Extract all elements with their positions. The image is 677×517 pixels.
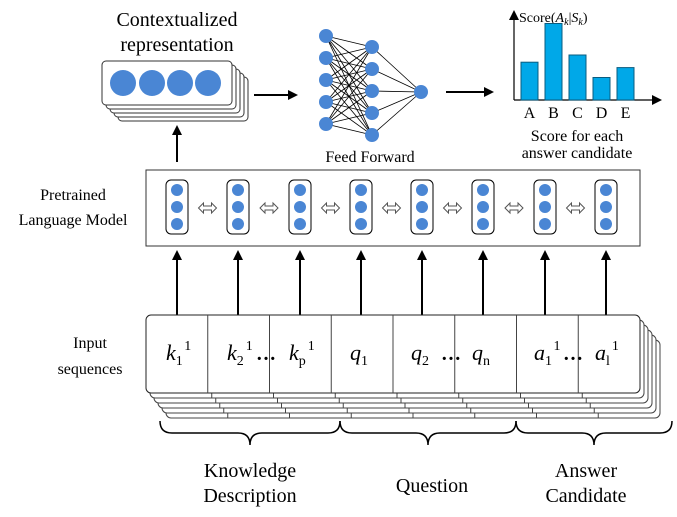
score-category-label: D [596,105,608,122]
ffn-neuron [414,85,428,99]
bidirectional-arrow-icon [442,201,463,215]
input-token: k21 [227,339,253,369]
context-vector-dot [195,70,221,96]
input-token: kp1 [289,339,315,369]
plm-label-line1: Pretrained [40,187,106,204]
group-brace [339,420,517,446]
score-category-label: B [548,105,559,122]
input-token: a11 [534,339,560,369]
ffn-neuron [319,95,333,109]
input-tokens: k11 k21 kp1 q1 q2 qn a11 al1 … … … [166,339,619,369]
group-label: Answer [555,460,618,482]
ffn-neuron [319,51,333,65]
contextualized-label-line2: representation [120,34,233,56]
context-vector-dot [167,70,193,96]
group-label: Question [396,475,468,497]
group-brace [515,420,673,446]
feed-forward-label: Feed Forward [325,149,414,166]
bidirectional-arrow-icon [565,201,586,215]
ffn-neuron [319,73,333,87]
plm-unit [471,179,495,235]
ffn-neuron [319,117,333,131]
plm-unit [349,179,373,235]
group-label: Knowledge [204,460,296,482]
ffn-neuron [365,128,379,142]
input-label-line2: sequences [58,361,123,378]
context-vector-dot [139,70,165,96]
plm-unit [288,179,312,235]
score-caption-line2: answer candidate [522,145,633,162]
token-ellipsis: … [441,343,461,365]
bidirectional-arrow-icon [504,201,524,215]
input-token: k11 [166,339,191,369]
context-vector-dot [110,70,136,96]
score-caption-line1: Score for each [531,128,623,145]
bidirectional-arrow-icon [197,201,218,215]
token-ellipsis: … [563,343,583,365]
ffn-neuron [365,62,379,76]
feed-forward-network [319,29,428,142]
ffn-neuron [365,84,379,98]
group-label: Description [203,485,296,507]
input-label-line1: Input [73,335,107,352]
ffn-neuron [319,29,333,43]
group-label: Candidate [545,485,626,507]
score-bar-c [568,54,587,101]
input-sequence-stack [145,314,661,419]
bidirectional-arrow-icon [320,201,341,215]
plm-unit [594,179,618,235]
score-bar-d [592,77,611,101]
token-ellipsis: … [256,343,276,365]
bidirectional-arrow-icon [381,201,402,215]
input-token: al1 [595,339,619,369]
score-bar-a [520,61,539,101]
plm-unit [226,179,250,235]
input-token: qn [472,340,490,369]
contextualized-label-line1: Contextualized [116,9,237,31]
plm-units [165,179,618,235]
ffn-neuron [365,40,379,54]
input-token: q2 [411,340,429,369]
input-token: q1 [350,340,368,369]
score-category-label: A [524,105,536,122]
score-category-label: E [621,105,631,122]
score-axis-title: Score(Ak|Sk) [519,11,588,28]
group-braces [159,420,673,446]
plm-unit [410,179,434,235]
bidirectional-arrow-icon [259,201,279,215]
contextualized-representation-stack [101,60,249,122]
plm-label-line2: Language Model [19,212,128,229]
score-category-label: C [572,105,583,122]
score-bar-b [544,23,563,101]
input-to-plm-arrows [172,250,611,315]
ffn-neuron [365,106,379,120]
plm-unit [165,179,189,235]
plm-unit [533,179,557,235]
group-brace [159,420,341,446]
score-bar-e [616,67,635,101]
